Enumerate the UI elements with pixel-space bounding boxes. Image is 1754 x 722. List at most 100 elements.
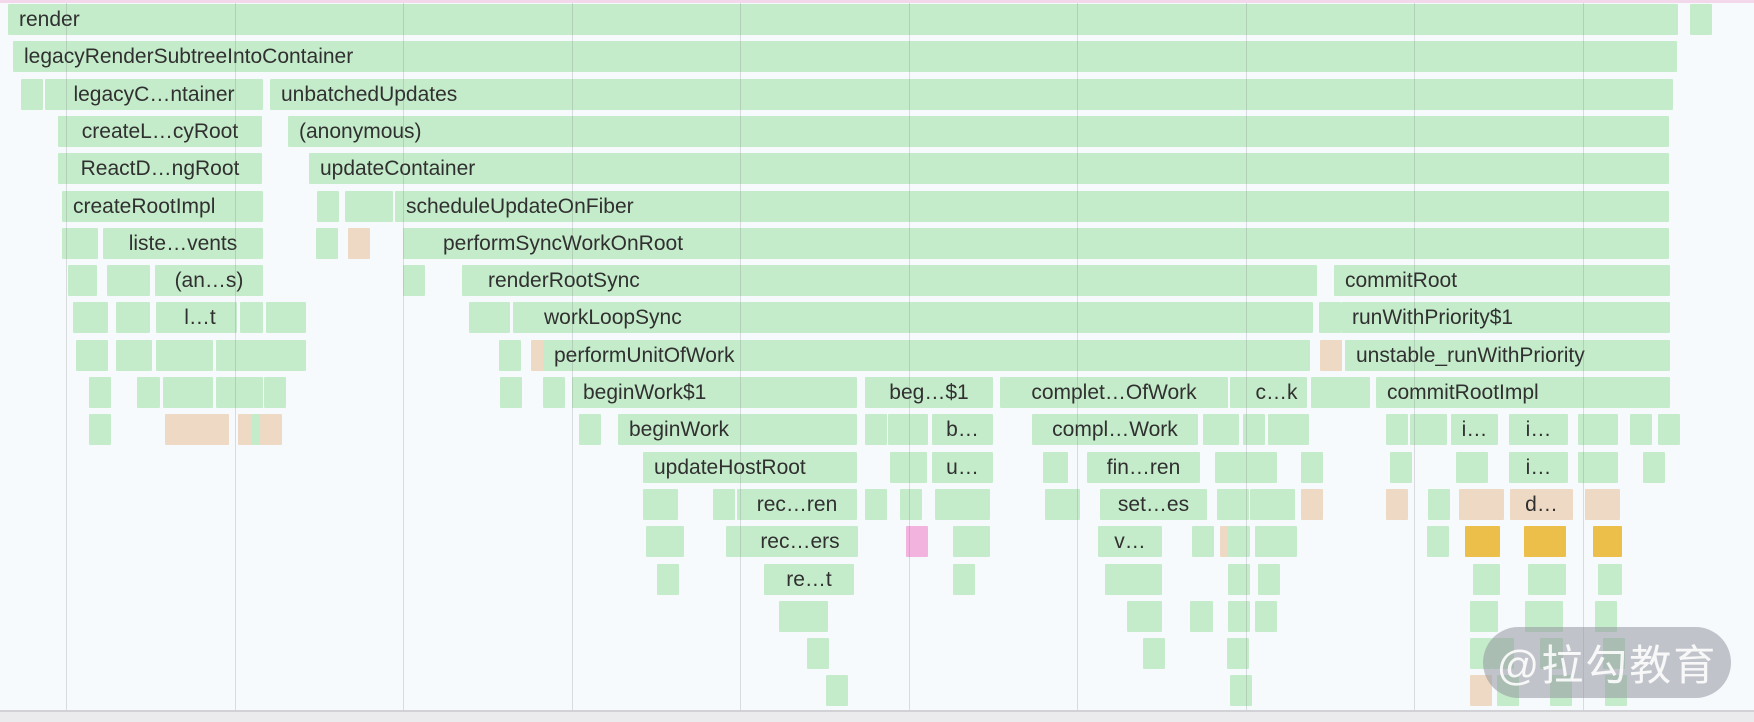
flame-frame[interactable] [826,675,848,706]
flame-frame-legacyrendersubtreeintocontainer[interactable]: legacyRenderSubtreeIntoContainer [13,41,1677,72]
flame-frame-legacyc-ntainer[interactable]: legacyC…ntainer [45,79,263,110]
flame-frame[interactable] [807,638,829,669]
flame-frame[interactable] [284,302,306,333]
flame-frame-unbatchedupdates[interactable]: unbatchedUpdates [270,79,1673,110]
flame-frame[interactable] [137,377,160,408]
flame-frame[interactable] [1045,489,1080,520]
flame-frame[interactable] [1127,601,1162,632]
flame-frame[interactable] [1528,564,1566,595]
flame-frame[interactable] [1643,452,1665,483]
flame-frame[interactable] [1227,489,1249,520]
flame-frame[interactable] [1524,526,1566,557]
flame-frame[interactable] [1456,452,1488,483]
flame-frame[interactable] [163,340,185,371]
flame-frame[interactable] [865,489,887,520]
flame-frame[interactable] [348,228,370,259]
flame-frame[interactable] [1578,452,1618,483]
flame-frame-beginwork[interactable]: beginWork [618,414,857,445]
flame-frame[interactable] [469,302,491,333]
flame-frame-set-es[interactable]: set…es [1100,489,1207,520]
flame-frame[interactable] [1595,601,1617,632]
flame-frame-performunitofwork[interactable]: performUnitOfWork [543,340,1310,371]
flame-frame-compl-work[interactable]: compl…Work [1032,414,1198,445]
flame-frame[interactable] [1465,526,1500,557]
flame-frame-render[interactable]: render [8,4,1678,35]
flame-frame[interactable] [500,377,522,408]
flame-frame-beg-$1[interactable]: beg…$1 [865,377,993,408]
flame-frame[interactable] [89,377,111,408]
flame-frame-liste-vents[interactable]: liste…vents [103,228,263,259]
flame-frame-scheduleupdateonfiber[interactable]: scheduleUpdateOnFiber [395,191,1669,222]
flame-frame[interactable] [317,191,339,222]
flame-frame[interactable] [953,526,990,557]
flame-frame[interactable] [579,414,601,445]
flame-frame[interactable] [21,79,43,110]
flame-frame[interactable] [1386,414,1408,445]
flame-frame[interactable] [953,564,975,595]
flame-frame-createl-cyroot[interactable]: createL…cyRoot [58,116,262,147]
flame-frame-b[interactable]: b… [932,414,993,445]
flame-frame-complet-ofwork[interactable]: complet…OfWork [1000,377,1228,408]
flame-frame[interactable] [182,340,213,371]
flame-frame[interactable] [182,377,213,408]
flame-frame-d[interactable]: d… [1510,489,1573,520]
flame-frame[interactable] [163,377,185,408]
flame-frame[interactable] [1320,340,1342,371]
flame-frame-performsyncworkonroot[interactable]: performSyncWorkOnRoot [432,228,1669,259]
flame-frame[interactable] [890,452,927,483]
flame-frame[interactable] [657,564,679,595]
flame-frame[interactable] [1578,414,1618,445]
flame-frame[interactable] [1250,452,1277,483]
flame-frame[interactable] [1598,564,1622,595]
flame-frame[interactable] [130,340,152,371]
flame-frame[interactable] [266,302,288,333]
flame-frame[interactable] [935,489,957,520]
flame-frame[interactable] [1227,638,1249,669]
flame-frame[interactable] [1327,377,1349,408]
flame-frame[interactable] [1105,564,1127,595]
flame-frame[interactable] [779,601,828,632]
flame-frame[interactable] [513,302,535,333]
flame-frame[interactable] [1228,564,1250,595]
flame-frame-createrootimpl[interactable]: createRootImpl [62,191,263,222]
flame-frame[interactable] [1301,489,1323,520]
flame-frame[interactable] [165,414,187,445]
flame-frame[interactable] [713,489,735,520]
flame-frame[interactable] [1386,489,1408,520]
flame-frame[interactable] [107,265,150,296]
flame-frame-rec-ren[interactable]: rec…ren [737,489,857,520]
flame-frame[interactable] [86,302,108,333]
flame-frame-runwithpriority$1[interactable]: runWithPriority$1 [1341,302,1670,333]
flame-frame-updatehostroot[interactable]: updateHostRoot [643,452,857,483]
flame-frame-re-t[interactable]: re…t [764,564,854,595]
flame-frame-v[interactable]: v… [1098,526,1162,557]
flame-frame-unstable-runwithpriority[interactable]: unstable_runWithPriority [1345,340,1670,371]
flame-frame-i[interactable]: i… [1509,452,1568,483]
flame-frame[interactable] [488,302,510,333]
flame-frame[interactable] [1470,675,1492,706]
flame-frame[interactable] [1287,414,1309,445]
flame-frame[interactable] [906,526,928,557]
flame-frame[interactable] [1410,414,1447,445]
flame-frame[interactable] [865,414,887,445]
flame-frame-rec-ers[interactable]: rec…ers [742,526,858,557]
flame-frame[interactable] [1348,377,1370,408]
flame-frame[interactable] [240,302,263,333]
flame-frame-l-t[interactable]: l…t [163,302,237,333]
flame-frame-fin-ren[interactable]: fin…ren [1087,452,1200,483]
flame-frame[interactable] [260,414,282,445]
flame-frame[interactable] [316,228,338,259]
flame-frame[interactable] [1255,601,1277,632]
flame-frame[interactable] [1228,526,1250,557]
flame-frame[interactable] [1428,489,1450,520]
flame-frame[interactable] [1525,601,1563,632]
flame-frame[interactable] [953,489,990,520]
flame-frame-commitrootimpl[interactable]: commitRootImpl [1376,377,1670,408]
flame-frame-updatecontainer[interactable]: updateContainer [309,153,1669,184]
flame-frame[interactable] [1217,414,1239,445]
flame-frame-beginwork$1[interactable]: beginWork$1 [572,377,857,408]
flame-frame[interactable] [1258,564,1280,595]
flame-frame[interactable] [646,526,684,557]
flame-frame-i[interactable]: i… [1509,414,1568,445]
